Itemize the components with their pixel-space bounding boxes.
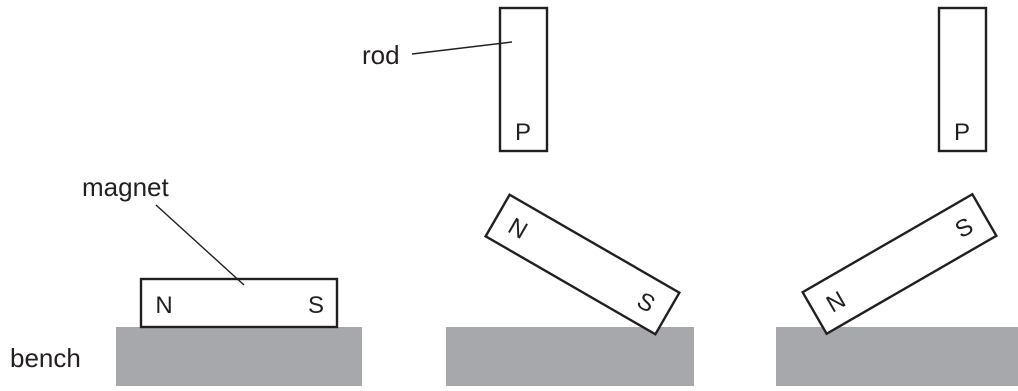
rod-2: P: [498, 6, 549, 153]
bench-2: [446, 327, 694, 386]
bench-3: [776, 327, 1018, 386]
magnet-leader-line: [155, 204, 245, 286]
rod-leader-line: [411, 41, 513, 55]
magnet-1-south-pole: S: [308, 292, 324, 319]
magnet-label: magnet: [82, 172, 169, 202]
rod-2-end-label: P: [515, 119, 531, 146]
rod-label: rod: [362, 40, 400, 70]
rod-3-end-label: P: [954, 119, 970, 146]
bench-label: bench: [10, 343, 81, 373]
magnet-tilted-2: N S: [483, 193, 682, 336]
bench-1: [116, 327, 362, 386]
magnet-tilted-3: N S: [800, 192, 999, 336]
magnet-1-north-pole: N: [155, 292, 172, 319]
magnet-flat: N S: [139, 277, 339, 329]
rod-3: P: [937, 6, 988, 153]
